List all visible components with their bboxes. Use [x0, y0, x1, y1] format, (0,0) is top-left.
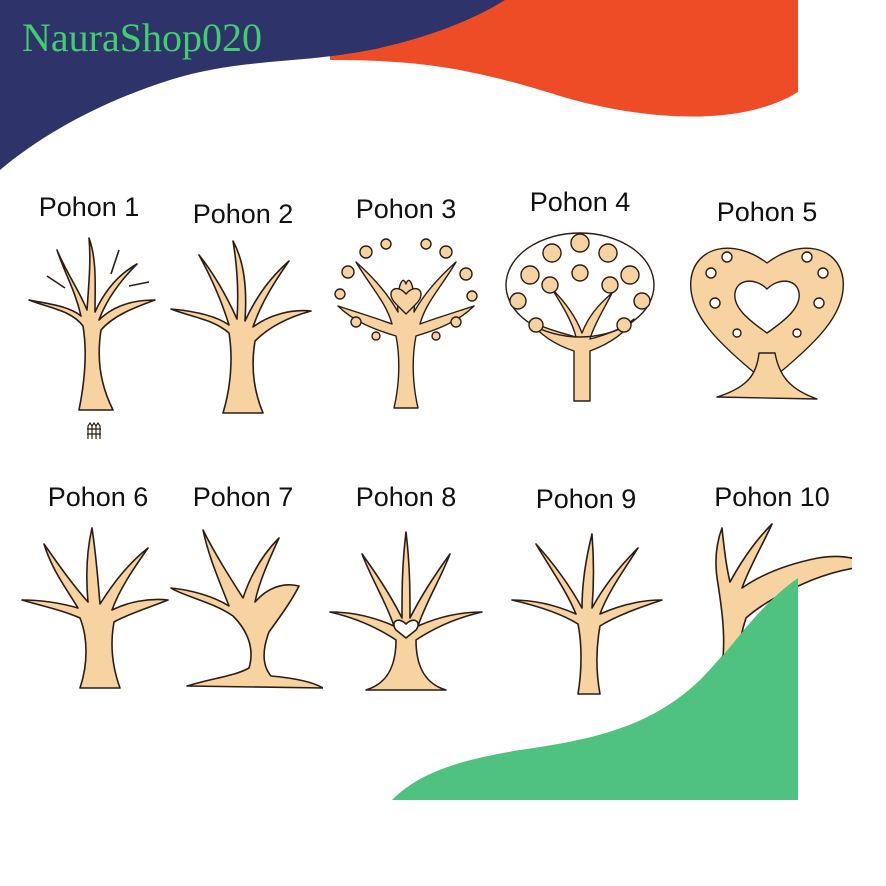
windswept-tree-icon: [715, 523, 852, 669]
tree-card-2: Pohon 2: [157, 197, 329, 457]
tree-label-7: Pohon 7: [192, 482, 294, 512]
bare-tree-icon: [28, 237, 156, 411]
orange-wave-shape: [330, 0, 798, 117]
tree-label-9: Pohon 9: [535, 484, 637, 514]
tree-card-1: Pohon 1: [3, 190, 175, 450]
brand-title: NauraShop020: [22, 15, 262, 60]
green-wave-shape: [392, 578, 798, 800]
heart-branch-tree-icon: [329, 531, 483, 691]
navy-wave-shape: [0, 0, 505, 170]
tree-label-10: Pohon 10: [714, 482, 830, 512]
tree-card-9: Pohon 9: [500, 482, 672, 742]
tree-card-8: Pohon 8: [320, 480, 492, 740]
tree-card-10: Pohon 10: [686, 480, 858, 740]
tree-label-4: Pohon 4: [529, 187, 631, 217]
bare-tree-icon: [170, 240, 312, 414]
tree-card-5: Pohon 5: [681, 195, 853, 455]
heart-trunk-tree-icon: [170, 529, 323, 689]
tree-card-7: Pohon 7: [157, 480, 329, 740]
tree-label-3: Pohon 3: [355, 194, 457, 224]
tree-card-6: Pohon 6: [12, 480, 184, 740]
tree-label-8: Pohon 8: [355, 482, 457, 512]
tree-card-3: Pohon 3: [320, 192, 492, 452]
heart-leaf-tree-icon: [690, 247, 844, 400]
tree-label-6: Pohon 6: [47, 482, 149, 512]
tree-label-1: Pohon 1: [38, 192, 140, 222]
tree-card-4: Pohon 4: [494, 185, 666, 445]
ornate-heart-tree-icon: [334, 238, 478, 409]
tree-label-2: Pohon 2: [192, 199, 294, 229]
leafy-tree-icon: [505, 232, 655, 402]
fence-icon: [87, 422, 101, 439]
bare-tree-icon: [21, 527, 169, 689]
bare-tree-icon: [511, 533, 663, 695]
tree-label-5: Pohon 5: [716, 197, 818, 227]
